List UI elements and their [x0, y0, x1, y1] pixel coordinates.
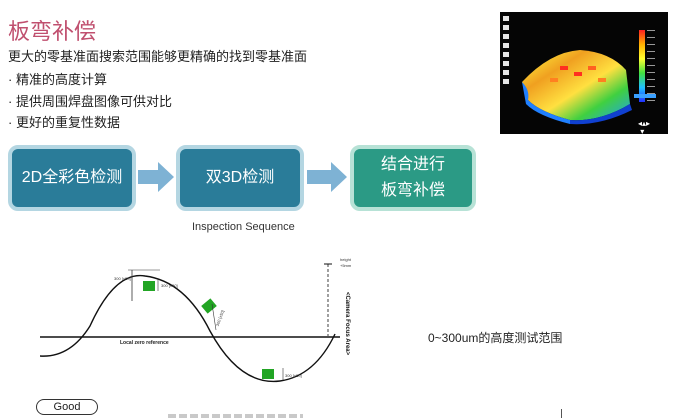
zero-reference-label: Local zero reference — [120, 340, 169, 346]
arrow-right-icon — [307, 162, 347, 192]
navigation-arrows-icon[interactable]: ◂▴▸ ▾ — [638, 119, 651, 136]
height-range-text: 0~300um的高度测试范围 — [428, 331, 563, 345]
height-label: height — [340, 257, 352, 262]
color-scale-ticks — [647, 30, 655, 102]
dim-label: 300 [±50] — [285, 373, 302, 378]
color-scale-bar — [639, 30, 645, 102]
step-warp-compensation: 结合进行 板弯补偿 — [350, 145, 476, 211]
toolbar-icon — [503, 43, 509, 48]
step-warp-line1: 结合进行 — [380, 156, 445, 173]
dim-label: 300 [±50] — [114, 276, 131, 281]
warped-board-curve — [40, 274, 336, 383]
dim-label: 300 [±50] — [215, 309, 225, 326]
step-2d-inspection: 2D全彩色检测 — [8, 145, 136, 211]
solder-pad — [201, 298, 217, 314]
viewer-toolbar — [503, 16, 511, 88]
slide-title: 板弯补偿 — [8, 19, 97, 44]
cropped-mark — [561, 409, 562, 418]
toolbar-icon — [503, 79, 509, 84]
inspection-sequence-caption: Inspection Sequence — [192, 221, 295, 233]
height-slider[interactable] — [634, 94, 656, 98]
warp-diagram: 300 [±50] 300 [±50] 300 [±50] 300 [±50] … — [40, 257, 352, 383]
cropped-text-line — [168, 414, 303, 418]
description-line: 更大的零基准面搜索范围能够更精确的找到零基准面 — [8, 49, 308, 64]
solder-pad — [262, 369, 274, 379]
bullet-repeatability: · 更好的重复性数据 — [8, 115, 120, 130]
toolbar-icon — [503, 16, 509, 21]
height-offset-label: +5mm — [340, 263, 352, 268]
warp-surface-image — [522, 50, 632, 125]
toolbar-icon — [503, 52, 509, 57]
good-badge: Good — [36, 399, 98, 415]
toolbar-icon — [503, 70, 509, 75]
camera-focus-area-label: <Camera Focus Area> — [344, 292, 350, 356]
step-dual-3d-inspection: 双3D检测 — [176, 145, 304, 211]
toolbar-icon — [503, 25, 509, 30]
arrow-right-icon — [138, 162, 174, 192]
solder-pad — [143, 281, 155, 291]
toolbar-icon — [503, 61, 509, 66]
dim-label: 300 [±50] — [161, 283, 178, 288]
bullet-height-calculation: · 精准的高度计算 — [8, 72, 107, 87]
step-warp-line2: 板弯补偿 — [380, 182, 445, 199]
warp-3d-screenshot: ◂▴▸ ▾ — [500, 12, 668, 136]
toolbar-icon — [503, 34, 509, 39]
bullet-pad-image-compare: · 提供周围焊盘图像可供对比 — [8, 94, 172, 109]
